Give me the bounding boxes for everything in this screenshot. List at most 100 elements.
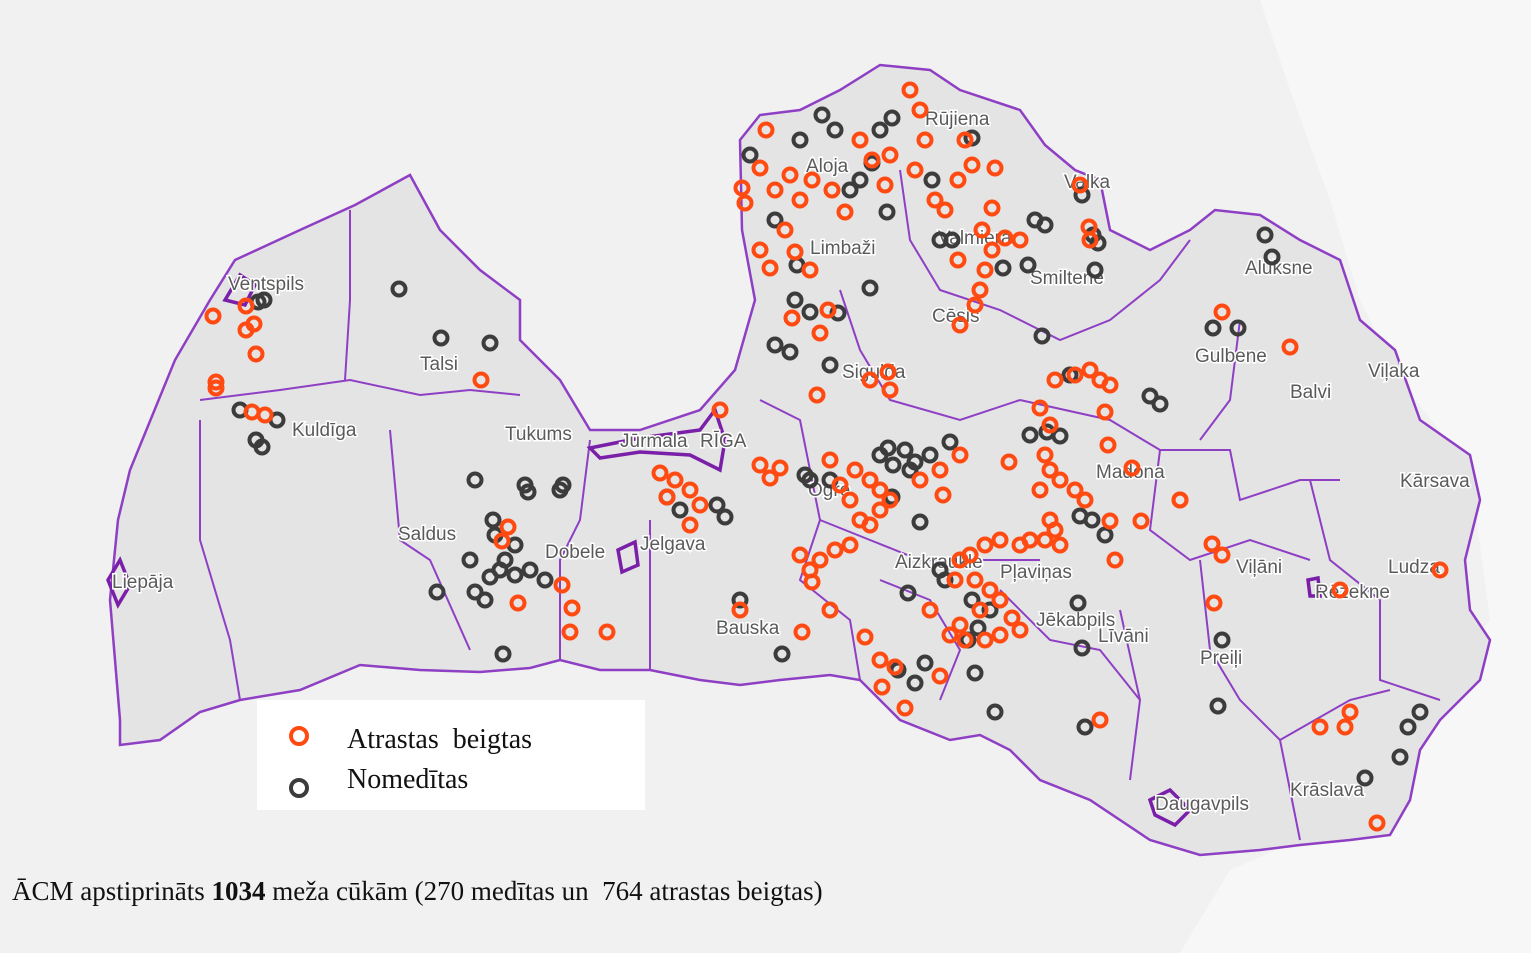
city-label: Liepāja bbox=[112, 572, 174, 593]
city-label: Balvi bbox=[1290, 382, 1331, 403]
found-dead-point-marker bbox=[881, 491, 899, 509]
found-dead-point-marker bbox=[1106, 551, 1124, 569]
hunted-point-marker bbox=[901, 461, 919, 479]
hunted-point-marker bbox=[1141, 387, 1159, 405]
hunted-point-marker bbox=[494, 645, 512, 663]
found-dead-point-marker bbox=[951, 551, 969, 569]
found-dead-point-marker bbox=[493, 532, 511, 550]
city-label: Jēkabpils bbox=[1036, 610, 1115, 631]
hunted-point-marker bbox=[461, 551, 479, 569]
found-dead-marker-icon bbox=[289, 726, 309, 746]
city-label: Limbaži bbox=[810, 238, 875, 259]
found-dead-point-marker bbox=[681, 516, 699, 534]
found-dead-point-marker bbox=[811, 551, 829, 569]
hunted-point-marker bbox=[731, 591, 749, 609]
hunted-point-marker bbox=[484, 511, 502, 529]
found-dead-point-marker bbox=[731, 601, 749, 619]
found-dead-point-marker bbox=[886, 658, 904, 676]
found-dead-point-marker bbox=[761, 259, 779, 277]
found-dead-point-marker bbox=[1046, 371, 1064, 389]
found-dead-point-marker bbox=[791, 546, 809, 564]
hunted-point-marker bbox=[1209, 697, 1227, 715]
found-dead-point-marker bbox=[1041, 416, 1059, 434]
found-dead-point-marker bbox=[861, 371, 879, 389]
found-dead-point-marker bbox=[563, 599, 581, 617]
found-dead-point-marker bbox=[976, 631, 994, 649]
hunted-point-marker bbox=[936, 571, 954, 589]
found-dead-point-marker bbox=[1031, 481, 1049, 499]
found-dead-point-marker bbox=[879, 363, 897, 381]
found-dead-point-marker bbox=[971, 601, 989, 619]
found-dead-point-marker bbox=[1431, 561, 1449, 579]
hunted-point-marker bbox=[1051, 427, 1069, 445]
found-dead-point-marker bbox=[976, 261, 994, 279]
hunted-point-marker bbox=[1229, 319, 1247, 337]
found-dead-point-marker bbox=[598, 623, 616, 641]
caption-prefix: ĀCM apstiprināts bbox=[12, 876, 212, 906]
hunted-point-marker bbox=[791, 131, 809, 149]
found-dead-point-marker bbox=[956, 631, 974, 649]
hunted-point-marker bbox=[671, 501, 689, 519]
found-dead-point-marker bbox=[1132, 512, 1150, 530]
found-dead-point-marker bbox=[791, 191, 809, 209]
found-dead-point-marker bbox=[1066, 481, 1084, 499]
found-dead-point-marker bbox=[823, 181, 841, 199]
hunted-point-marker bbox=[801, 471, 819, 489]
hunted-point-marker bbox=[871, 121, 889, 139]
found-dead-point-marker bbox=[863, 151, 881, 169]
found-dead-point-marker bbox=[1041, 461, 1059, 479]
hunted-point-marker bbox=[1411, 703, 1429, 721]
hunted-point-marker bbox=[1213, 631, 1231, 649]
found-dead-point-marker bbox=[681, 481, 699, 499]
found-dead-point-marker bbox=[1003, 609, 1021, 627]
found-dead-point-marker bbox=[1099, 436, 1117, 454]
hunted-point-marker bbox=[773, 645, 791, 663]
hunted-marker-icon bbox=[289, 778, 309, 798]
caption-suffix: meža cūkām (270 medītas un 764 atrastas … bbox=[265, 876, 823, 906]
found-dead-point-marker bbox=[658, 488, 676, 506]
hunted-point-marker bbox=[941, 433, 959, 451]
hunted-point-marker bbox=[921, 446, 939, 464]
found-dead-point-marker bbox=[873, 678, 891, 696]
hunted-point-marker bbox=[481, 334, 499, 352]
found-dead-point-marker bbox=[204, 307, 222, 325]
found-dead-point-marker bbox=[841, 536, 859, 554]
found-dead-point-marker bbox=[819, 301, 837, 319]
hunted-point-marker bbox=[536, 571, 554, 589]
city-label: Viļaka bbox=[1368, 361, 1420, 382]
found-dead-point-marker bbox=[956, 131, 974, 149]
city-label: Pļaviņas bbox=[1000, 562, 1072, 583]
found-dead-point-marker bbox=[911, 101, 929, 119]
found-dead-point-marker bbox=[821, 451, 839, 469]
hunted-point-marker bbox=[1021, 426, 1039, 444]
city-label: Dobele bbox=[545, 542, 605, 563]
found-dead-point-marker bbox=[1213, 303, 1231, 321]
found-dead-point-marker bbox=[811, 324, 829, 342]
found-dead-point-marker bbox=[1311, 718, 1329, 736]
found-dead-point-marker bbox=[499, 518, 517, 536]
found-dead-point-marker bbox=[757, 121, 775, 139]
hunted-point-marker bbox=[1033, 327, 1051, 345]
city-label: Viļāni bbox=[1236, 557, 1282, 578]
found-dead-point-marker bbox=[826, 541, 844, 559]
city-label: Krāslava bbox=[1290, 780, 1364, 801]
found-dead-point-marker bbox=[771, 459, 789, 477]
found-dead-point-marker bbox=[472, 371, 490, 389]
found-dead-point-marker bbox=[651, 464, 669, 482]
found-dead-point-marker bbox=[1081, 361, 1099, 379]
hunted-point-marker bbox=[1151, 395, 1169, 413]
city-label: Talsi bbox=[420, 354, 458, 375]
city-label: Kārsava bbox=[1400, 471, 1470, 492]
found-dead-point-marker bbox=[1071, 176, 1089, 194]
city-label: Bauska bbox=[716, 618, 780, 639]
hunted-point-marker bbox=[1391, 748, 1409, 766]
found-dead-point-marker bbox=[976, 536, 994, 554]
found-dead-point-marker bbox=[1011, 621, 1029, 639]
city-label: Ludza bbox=[1388, 557, 1440, 578]
found-dead-point-marker bbox=[966, 296, 984, 314]
hunted-point-marker bbox=[1089, 234, 1107, 252]
found-dead-point-marker bbox=[916, 131, 934, 149]
hunted-point-marker bbox=[506, 566, 524, 584]
hunted-point-marker bbox=[1076, 718, 1094, 736]
found-dead-point-marker bbox=[1046, 521, 1064, 539]
